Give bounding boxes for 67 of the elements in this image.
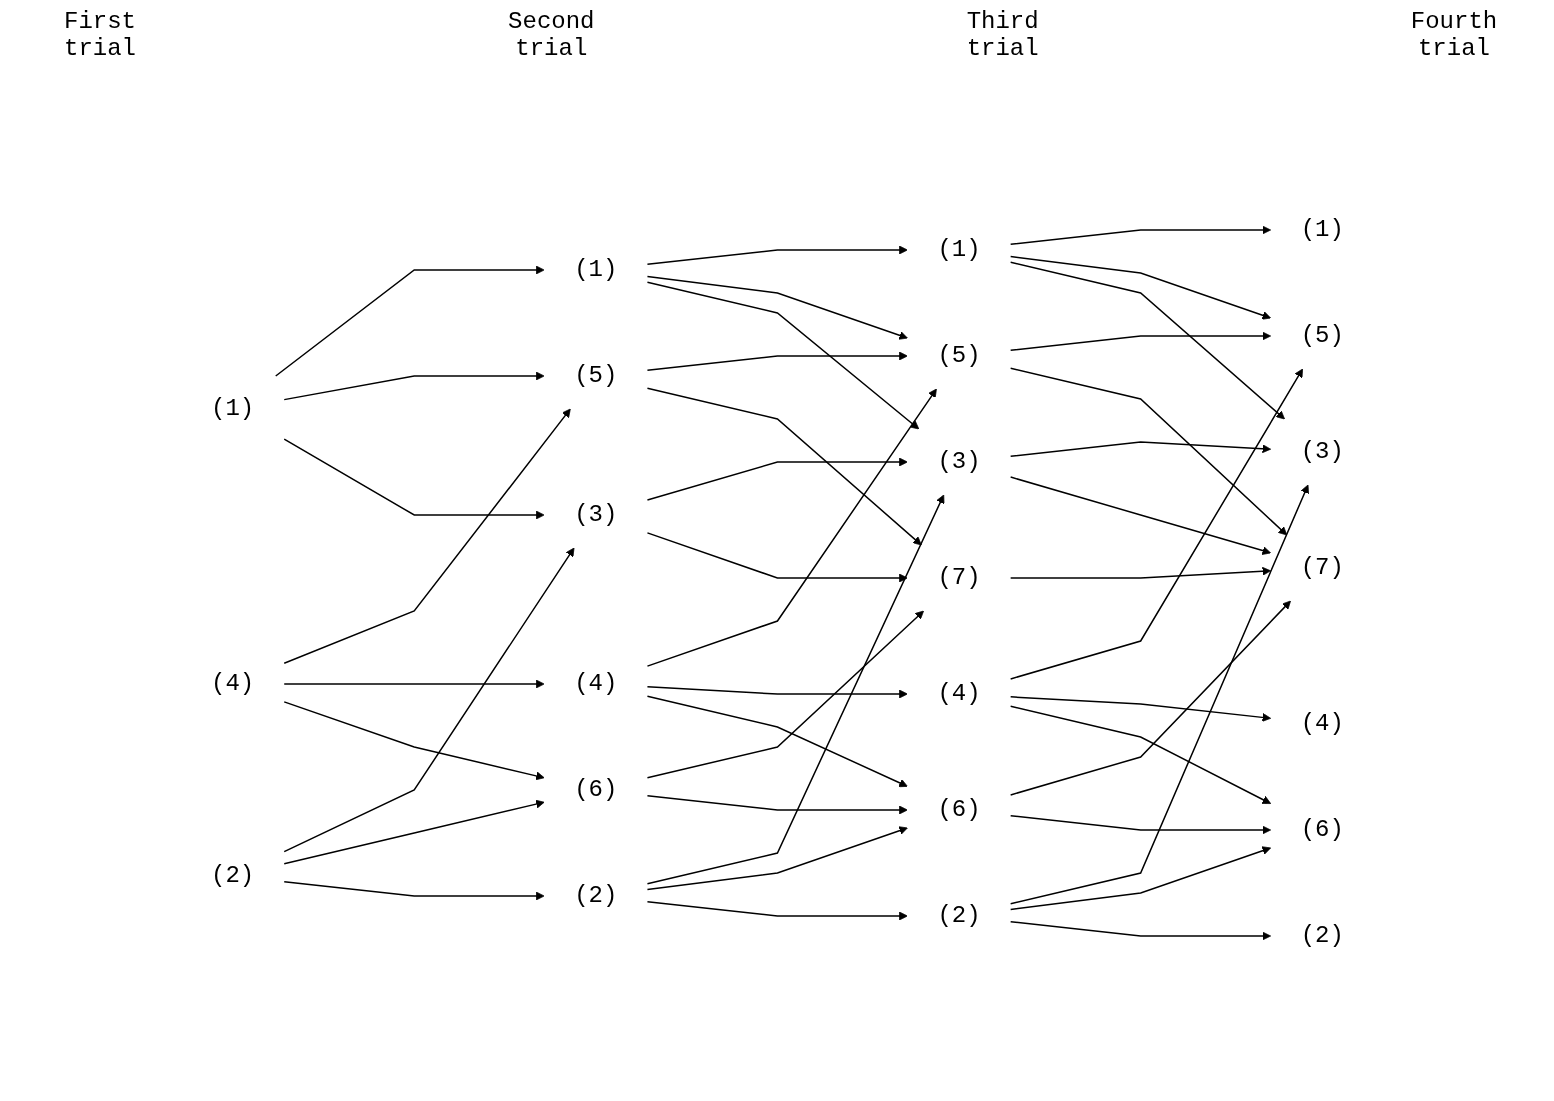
arrow xyxy=(646,900,908,921)
node-text: (4) xyxy=(1300,710,1344,737)
node-text: (2) xyxy=(937,902,981,929)
arrow xyxy=(1009,920,1271,941)
arrow xyxy=(646,610,924,779)
arrow xyxy=(646,826,908,891)
arrow xyxy=(283,371,545,401)
arrow xyxy=(1009,600,1291,796)
arrow xyxy=(1009,566,1271,579)
arrow xyxy=(283,408,571,664)
column-heading: Fourth trial xyxy=(1409,8,1499,64)
arrow xyxy=(283,799,545,865)
node-text: (1) xyxy=(573,256,617,283)
arrow xyxy=(1009,331,1271,352)
node-text: (3) xyxy=(937,448,981,475)
arrow xyxy=(646,275,908,340)
arrow xyxy=(646,281,919,430)
arrow xyxy=(283,438,545,520)
node-text: (5) xyxy=(573,362,617,389)
arrow xyxy=(646,686,908,699)
node-text: (2) xyxy=(573,882,617,909)
arrow xyxy=(1009,367,1287,536)
arrow xyxy=(646,351,908,372)
node-text: (1) xyxy=(210,395,254,422)
node-text: (5) xyxy=(1300,322,1344,349)
arrow xyxy=(646,457,908,501)
node-text: (7) xyxy=(1300,554,1344,581)
arrow xyxy=(1009,696,1271,722)
arrow xyxy=(646,387,922,546)
arrow xyxy=(646,388,937,667)
column-heading: First trial xyxy=(63,8,137,64)
arrow xyxy=(646,532,908,583)
node-text: (5) xyxy=(937,342,981,369)
node-text: (4) xyxy=(937,680,981,707)
node-text: (3) xyxy=(573,501,617,528)
arrow xyxy=(1009,441,1271,458)
arrow xyxy=(646,794,908,815)
node-text: (2) xyxy=(210,862,254,889)
arrow xyxy=(274,265,545,377)
arrow xyxy=(1009,368,1303,680)
arrow xyxy=(283,880,545,901)
arrow xyxy=(1009,225,1271,246)
node-text: (4) xyxy=(210,670,254,697)
node-text: (1) xyxy=(1300,216,1344,243)
node-text: (6) xyxy=(573,776,617,803)
arrow xyxy=(646,245,908,266)
column-heading: Third trial xyxy=(965,8,1040,64)
arrow xyxy=(646,494,944,885)
arrow xyxy=(1009,705,1271,804)
node-text: (6) xyxy=(1300,816,1344,843)
arrow xyxy=(1009,255,1271,320)
node-text: (2) xyxy=(1300,922,1344,949)
arrow xyxy=(646,695,908,788)
node-text: (6) xyxy=(937,796,981,823)
arrow xyxy=(1009,846,1271,911)
column-heading: Second trial xyxy=(507,8,596,64)
node-text: (7) xyxy=(937,564,981,591)
arrow xyxy=(283,547,574,853)
node-text: (3) xyxy=(1300,438,1344,465)
arrow xyxy=(1009,814,1271,835)
arrow xyxy=(1009,261,1285,420)
arrow xyxy=(1009,476,1271,555)
arrow xyxy=(1009,484,1309,905)
arrow xyxy=(283,701,545,781)
node-text: (4) xyxy=(573,670,617,697)
arrow xyxy=(283,679,545,689)
node-text: (1) xyxy=(937,236,981,263)
